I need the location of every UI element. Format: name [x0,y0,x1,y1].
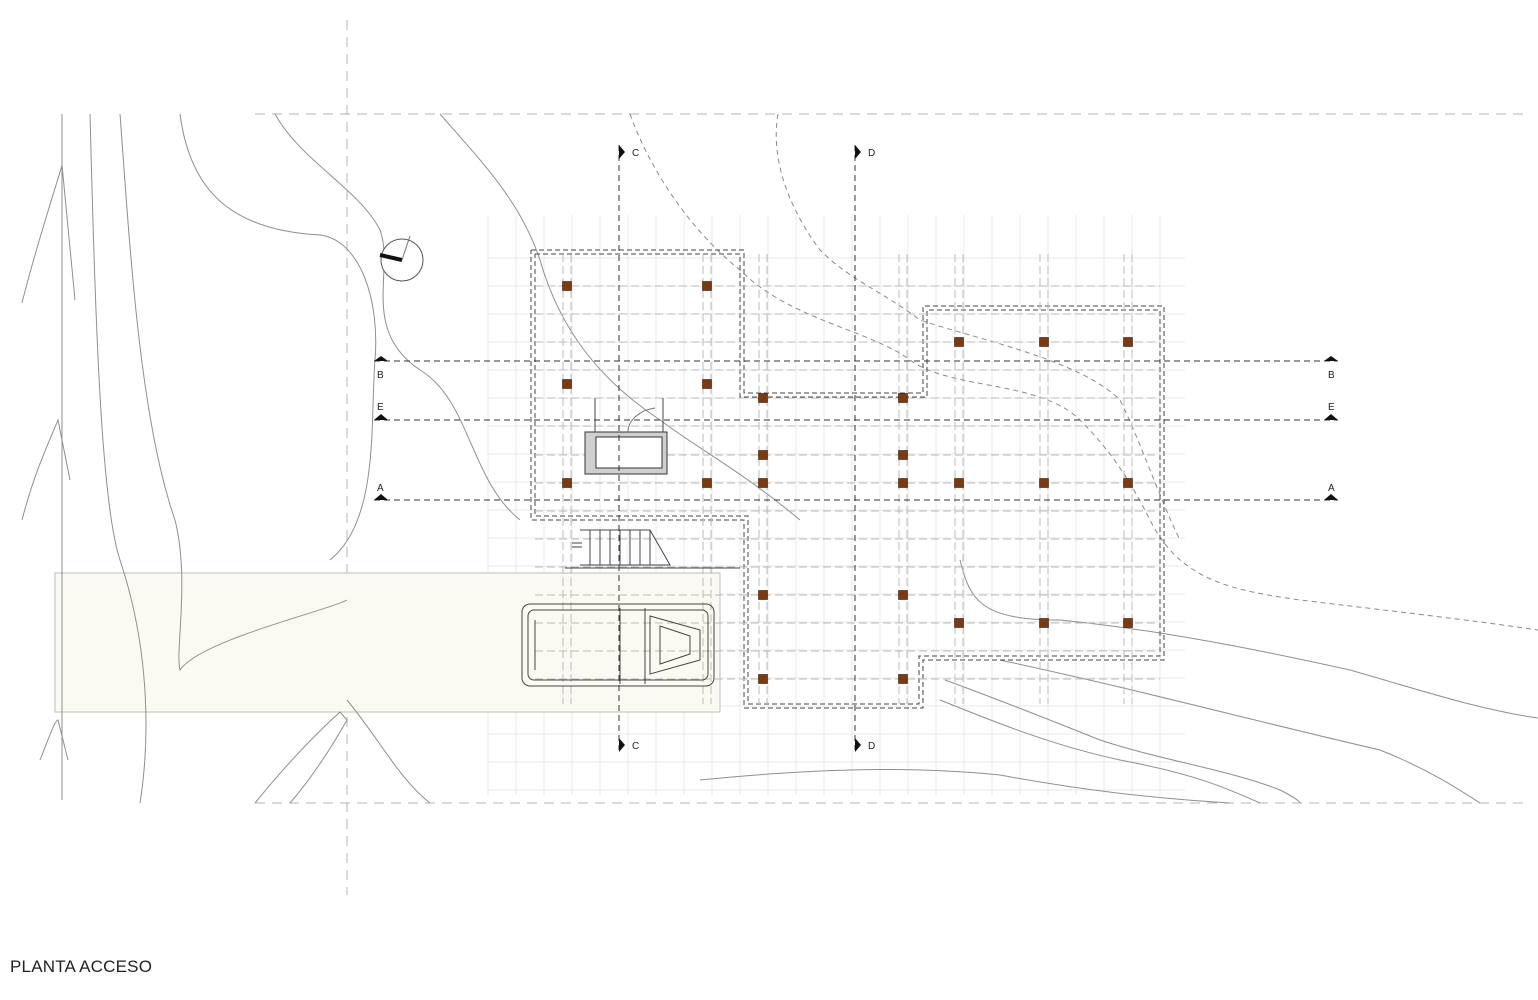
column-marker [898,674,908,684]
section-marker-b-right: B [1328,370,1335,381]
section-markers: B B E E A A C C D D [374,145,1338,752]
column-marker [898,393,908,403]
section-marker-c-bottom: C [632,741,639,752]
structural-beams [535,254,1160,704]
structural-columns [562,281,1133,684]
building-outline [530,249,1165,709]
proposed-contours [629,113,1538,631]
column-marker [1123,618,1133,628]
section-marker-e-right: E [1328,402,1335,413]
column-marker [954,337,964,347]
section-marker-a-right: A [1328,483,1335,494]
column-marker [702,281,712,291]
column-marker [562,379,572,389]
stair [565,529,740,569]
column-marker [1123,337,1133,347]
section-marker-d-top: D [868,148,875,159]
car-icon [521,603,715,687]
roof-opening [584,398,668,475]
section-marker-b-left: B [377,370,384,381]
section-marker-d-bottom: D [868,741,875,752]
column-marker [562,478,572,488]
column-marker [898,450,908,460]
column-marker [562,281,572,291]
access-driveway [54,572,721,713]
north-arrow-icon [379,235,424,282]
column-marker [1039,337,1049,347]
column-marker [898,590,908,600]
column-marker [702,379,712,389]
section-marker-a-left: A [377,483,384,494]
drawing-title: PLANTA ACCESO [10,957,153,976]
column-marker [702,478,712,488]
column-marker [758,393,768,403]
section-lines [374,145,1338,750]
column-marker [758,674,768,684]
contour-lines [21,113,1538,804]
column-marker [758,478,768,488]
column-marker [898,478,908,488]
column-marker [1039,618,1049,628]
section-marker-c-top: C [632,148,639,159]
column-marker [954,478,964,488]
column-marker [1039,478,1049,488]
section-marker-e-left: E [377,402,384,413]
column-marker [954,618,964,628]
column-marker [758,450,768,460]
site-limits [255,20,1530,895]
column-marker [758,590,768,600]
column-marker [1123,478,1133,488]
